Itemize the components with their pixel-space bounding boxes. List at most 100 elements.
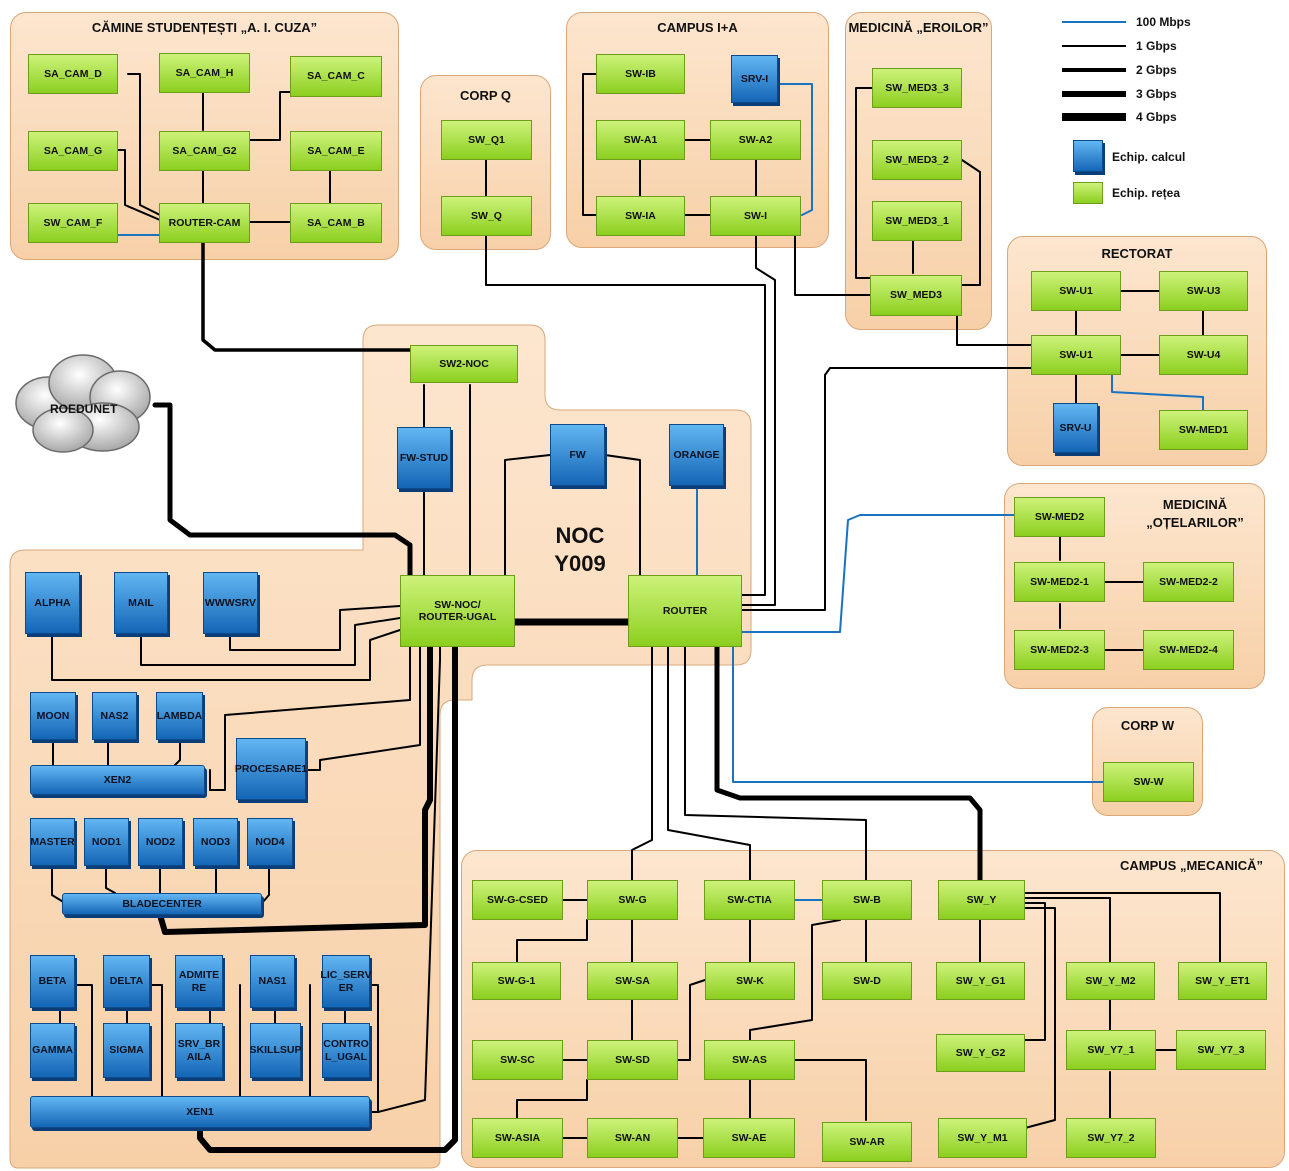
node-sw-y-et1[interactable]: SW_Y_ET1 — [1178, 962, 1267, 1000]
node-mail[interactable]: MAIL — [114, 572, 168, 634]
node-alpha[interactable]: ALPHA — [25, 572, 80, 634]
node-sigma[interactable]: SIGMA — [103, 1023, 150, 1078]
node-sw-k[interactable]: SW-K — [705, 962, 795, 1000]
node-sw-ia[interactable]: SW-IA — [596, 196, 685, 236]
node-srv-u[interactable]: SRV-U — [1053, 403, 1098, 453]
node-sa-cam-c[interactable]: SA_CAM_C — [290, 56, 382, 97]
node-sw-y[interactable]: SW_Y — [938, 880, 1025, 920]
node-sw-noc-router-ugal[interactable]: SW-NOC/ ROUTER-UGAL — [400, 575, 515, 647]
node-orange[interactable]: ORANGE — [669, 424, 724, 486]
node-sw-q[interactable]: SW_Q — [441, 196, 532, 236]
node-sw-i[interactable]: SW-I — [710, 196, 801, 236]
zone-corp-w-title: CORP W — [1120, 718, 1175, 733]
legend-network-label: Echip. rețea — [1112, 186, 1181, 200]
node-sw-y-g2[interactable]: SW_Y_G2 — [936, 1034, 1025, 1072]
cloud-label: ROEDUNET — [50, 402, 118, 416]
node-sw-sc[interactable]: SW-SC — [472, 1040, 563, 1080]
node-sw-q1[interactable]: SW_Q1 — [441, 120, 532, 160]
node-sw-ar[interactable]: SW-AR — [822, 1122, 912, 1162]
node-sw-ae[interactable]: SW-AE — [703, 1118, 795, 1158]
node-bladecenter[interactable]: BLADECENTER — [62, 893, 262, 915]
node-nod4[interactable]: NOD4 — [247, 818, 293, 866]
node-sw-med3[interactable]: SW_MED3 — [870, 275, 962, 316]
node-sa-cam-d[interactable]: SA_CAM_D — [28, 54, 118, 94]
node-fw-stud[interactable]: FW-STUD — [397, 427, 451, 489]
node-sw-med1[interactable]: SW-MED1 — [1159, 410, 1248, 450]
node-lic-server-l2: ER — [338, 981, 354, 994]
node-sw-med3-3[interactable]: SW_MED3_3 — [872, 68, 962, 108]
node-srv-i[interactable]: SRV-I — [731, 55, 778, 103]
node-sw-a1[interactable]: SW-A1 — [596, 120, 685, 160]
node-sw-y7-3[interactable]: SW_Y7_3 — [1176, 1030, 1266, 1070]
node-admitere-l1: ADMITE — [178, 969, 220, 982]
node-sw-med2[interactable]: SW-MED2 — [1014, 497, 1105, 537]
node-sw-y-g1[interactable]: SW_Y_G1 — [936, 962, 1025, 1000]
node-sw-an[interactable]: SW-AN — [587, 1118, 678, 1158]
node-master[interactable]: MASTER — [30, 818, 75, 866]
zone-corp-q-title: CORP Q — [459, 88, 512, 103]
node-sw-sa[interactable]: SW-SA — [587, 962, 678, 1000]
node-nod3[interactable]: NOD3 — [193, 818, 238, 866]
node-router-cam[interactable]: ROUTER-CAM — [159, 203, 250, 243]
node-delta[interactable]: DELTA — [103, 955, 150, 1008]
node-sw-med2-4[interactable]: SW-MED2-4 — [1143, 630, 1234, 670]
node-router[interactable]: ROUTER — [628, 575, 742, 647]
node-beta[interactable]: BETA — [30, 955, 75, 1008]
node-sw-g[interactable]: SW-G — [587, 880, 678, 920]
node-sw-y-m1[interactable]: SW_Y_M1 — [938, 1118, 1027, 1158]
zone-med-otelarilor-title2: „OȚELARILOR” — [1146, 515, 1244, 530]
node-lambda[interactable]: LAMBDA — [156, 692, 203, 740]
node-sw-cam-f[interactable]: SW_CAM_F — [28, 203, 118, 243]
node-sa-cam-b[interactable]: SA_CAM_B — [290, 203, 382, 243]
node-sw-noc-label2: ROUTER-UGAL — [418, 611, 497, 623]
node-nas2[interactable]: NAS2 — [92, 692, 137, 740]
node-xen2[interactable]: XEN2 — [30, 765, 205, 795]
node-sa-cam-g[interactable]: SA_CAM_G — [28, 131, 118, 171]
node-sa-cam-g2[interactable]: SA_CAM_G2 — [159, 131, 250, 171]
node-gamma[interactable]: GAMMA — [30, 1023, 75, 1078]
node-sw-ib[interactable]: SW-IB — [596, 54, 685, 94]
node-xen1[interactable]: XEN1 — [30, 1096, 370, 1128]
node-sw-g-csed[interactable]: SW-G-CSED — [472, 880, 563, 920]
node-sw-u1[interactable]: SW-U1 — [1031, 335, 1121, 375]
legend-2gbps: 2 Gbps — [1136, 63, 1177, 77]
node-sw-med3-2[interactable]: SW_MED3_2 — [872, 140, 962, 180]
node-control-ugal[interactable]: CONTRO L_UGAL — [322, 1023, 370, 1078]
legend-computing-swatch — [1073, 140, 1103, 172]
node-sw-g-1[interactable]: SW-G-1 — [472, 962, 561, 1000]
node-sw-as[interactable]: SW-AS — [704, 1040, 795, 1080]
node-sa-cam-h[interactable]: SA_CAM_H — [159, 53, 250, 93]
node-sw-y7-2[interactable]: SW_Y7_2 — [1066, 1118, 1156, 1158]
node-sw-u4[interactable]: SW-U4 — [1159, 335, 1248, 375]
node-skillsup[interactable]: SKILLSUP — [250, 1023, 301, 1078]
node-sw-y7-1[interactable]: SW_Y7_1 — [1066, 1030, 1156, 1070]
node-sw-u3[interactable]: SW-U3 — [1159, 271, 1248, 311]
node-sw-sd[interactable]: SW-SD — [587, 1040, 678, 1080]
node-sw-med2-3[interactable]: SW-MED2-3 — [1014, 630, 1105, 670]
node-procesare1[interactable]: PROCESARE1 — [235, 738, 307, 800]
node-admitere-l2: RE — [191, 981, 207, 994]
node-sw-asia[interactable]: SW-ASIA — [472, 1118, 563, 1158]
node-sw-y-m2[interactable]: SW_Y_M2 — [1066, 962, 1155, 1000]
node-admitere[interactable]: ADMITE RE — [175, 955, 223, 1008]
node-sw-med2-2[interactable]: SW-MED2-2 — [1143, 562, 1234, 602]
node-sw-w[interactable]: SW-W — [1103, 762, 1194, 802]
node-sa-cam-e[interactable]: SA_CAM_E — [290, 131, 382, 171]
node-wwwsrv[interactable]: WWWSRV — [203, 572, 258, 634]
node-nod2[interactable]: NOD2 — [138, 818, 183, 866]
node-sw-u1-top[interactable]: SW-U1 — [1031, 271, 1121, 311]
node-sw-a2[interactable]: SW-A2 — [710, 120, 801, 160]
node-fw[interactable]: FW — [550, 424, 605, 486]
node-sw-med3-1[interactable]: SW_MED3_1 — [872, 201, 962, 241]
node-nod1[interactable]: NOD1 — [84, 818, 129, 866]
node-moon[interactable]: MOON — [30, 692, 76, 740]
node-sw-med2-1[interactable]: SW-MED2-1 — [1014, 562, 1105, 602]
node-nas1[interactable]: NAS1 — [250, 955, 295, 1008]
node-sw-d[interactable]: SW-D — [822, 962, 912, 1000]
node-lic-server[interactable]: LIC_SERV ER — [320, 955, 372, 1008]
node-sw-ctia[interactable]: SW-CTIA — [704, 880, 795, 920]
node-srv-braila[interactable]: SRV_BR AILA — [175, 1023, 223, 1078]
node-sw-b[interactable]: SW-B — [822, 880, 912, 920]
node-sw2-noc[interactable]: SW2-NOC — [410, 345, 518, 383]
